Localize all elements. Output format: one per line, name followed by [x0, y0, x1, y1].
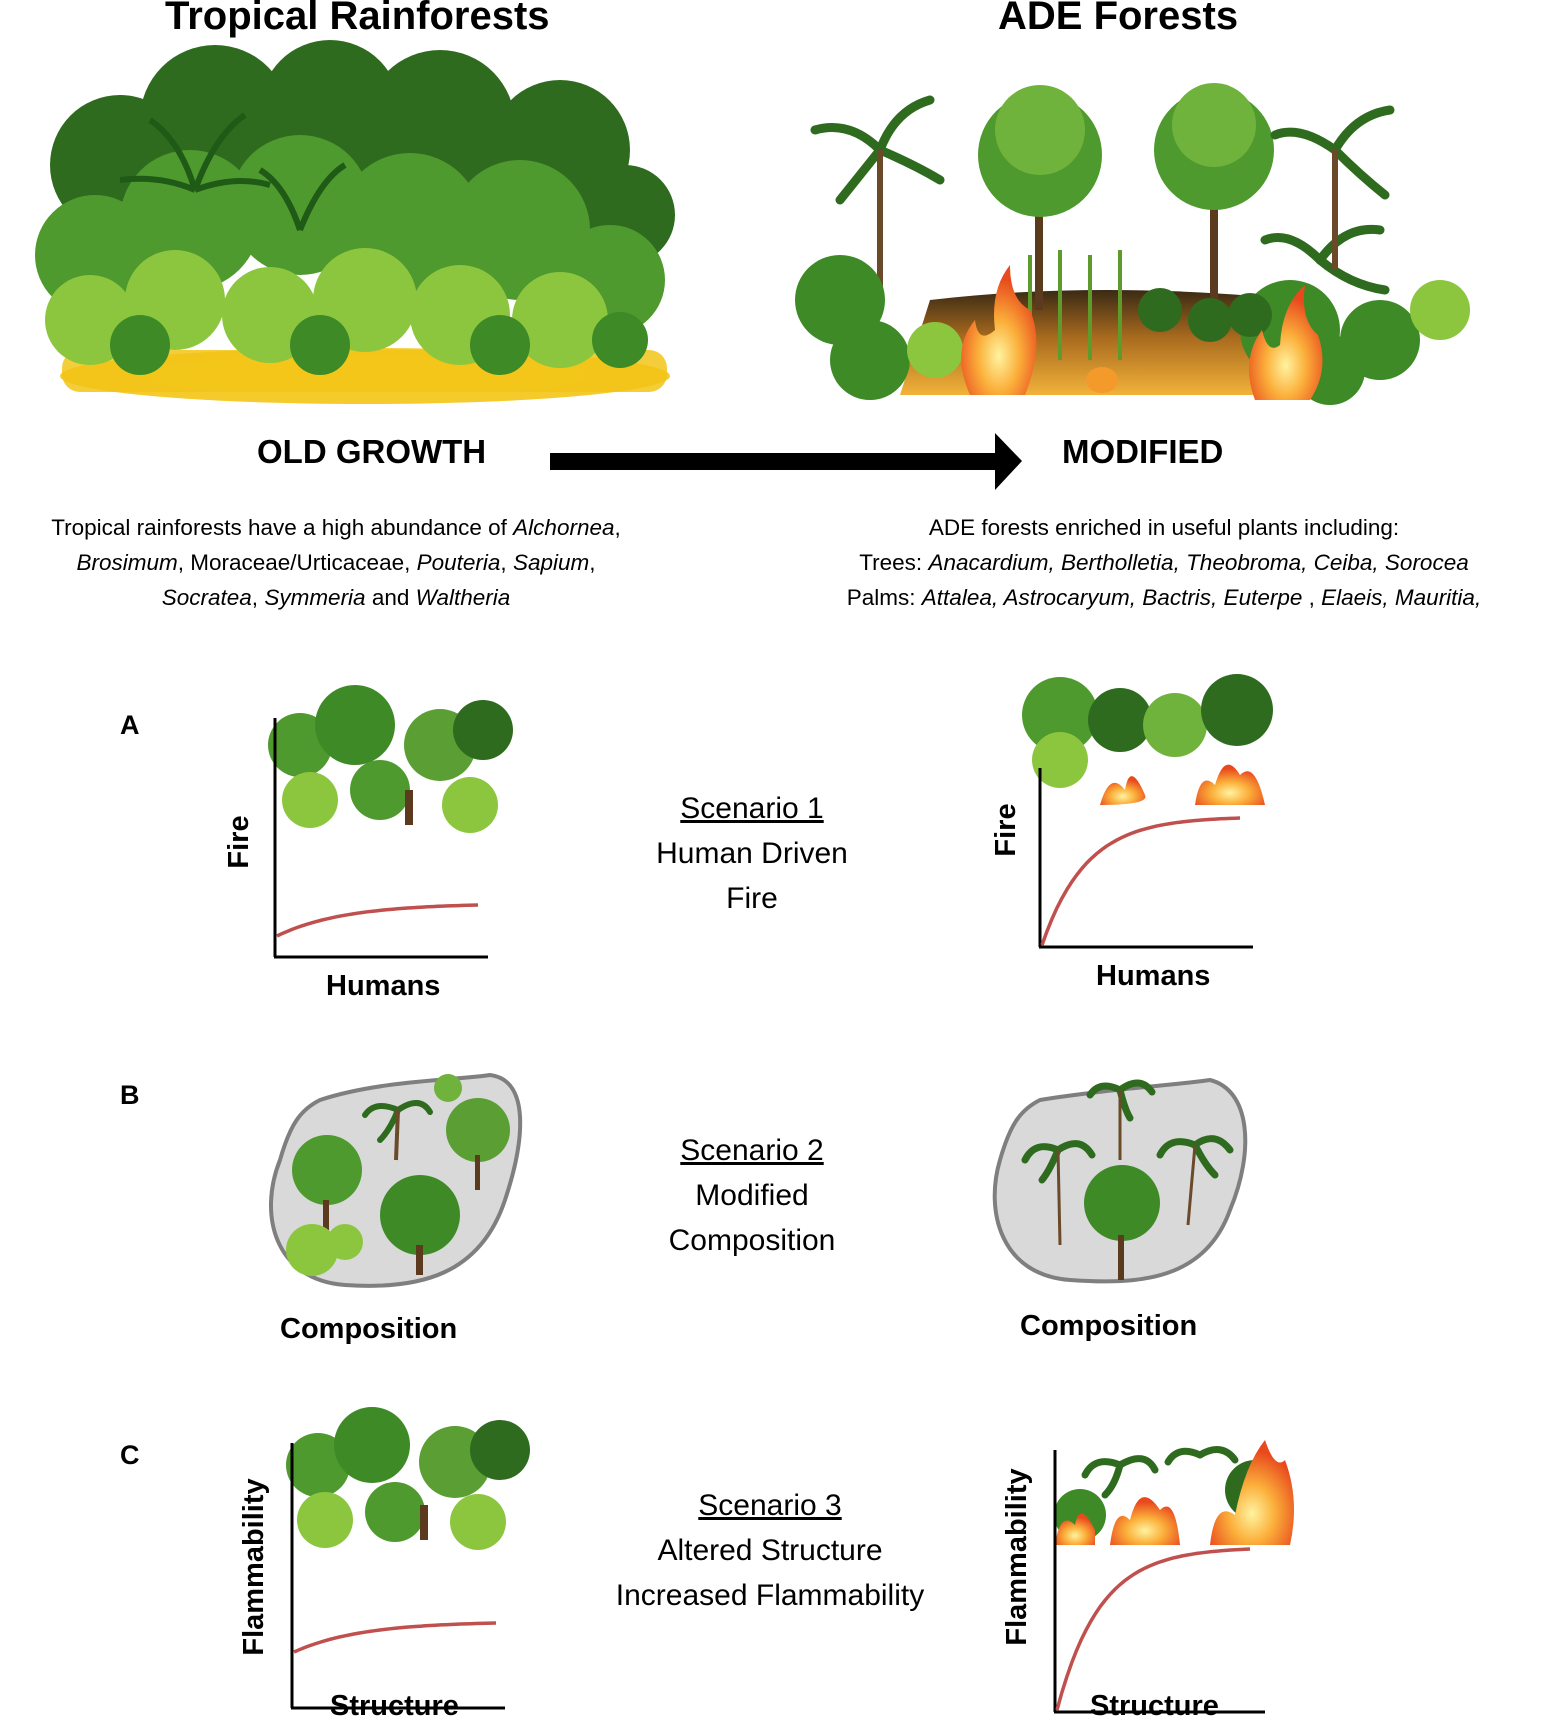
fire-right: [1248, 285, 1323, 400]
canopy-a-right: [1022, 674, 1273, 805]
fire-curve-left: [276, 903, 479, 938]
canopy-c-left: [286, 1407, 530, 1550]
panel-label-b: B: [120, 1080, 140, 1110]
canopy-a-left: [268, 685, 513, 833]
x-axis-label-humans-right: Humans: [1096, 960, 1211, 992]
ade-forest-description: ADE forests enriched in useful plants in…: [846, 515, 1482, 610]
x-axis-label-humans-left: Humans: [326, 970, 441, 1002]
fire-curve-right: [1040, 816, 1241, 946]
graph-a-right: [1022, 674, 1273, 949]
y-axis-label-fire-left: Fire: [223, 815, 255, 869]
y-axis-label-fire-right: Fire: [990, 803, 1022, 857]
y-axis-label-flammability-left: Flammability: [238, 1478, 270, 1656]
graph-c-left: [286, 1407, 530, 1710]
scenario-2-text: Scenario 2 Modified Composition: [572, 1128, 932, 1263]
canopy-c-right: [1054, 1440, 1294, 1545]
old-growth-label: OLD GROWTH: [257, 433, 487, 470]
flammability-curve-left: [293, 1621, 497, 1654]
modified-label: MODIFIED: [1062, 433, 1224, 470]
y-axis-label-flammability-right: Flammability: [1001, 1468, 1033, 1646]
ade-forest-title: ADE Forests: [998, 0, 1239, 38]
x-axis-label-structure-left: Structure: [330, 1690, 459, 1722]
old-growth-title: Tropical Rainforests: [165, 0, 550, 38]
scenario-2-title: Scenario 2: [680, 1134, 824, 1167]
graph-a-left: [268, 685, 513, 959]
composition-label-left: Composition: [280, 1313, 458, 1345]
scenario-1-title: Scenario 1: [680, 792, 824, 825]
composition-blob-right: [992, 1077, 1248, 1284]
old-growth-description: Tropical rainforests have a high abundan…: [51, 515, 621, 610]
transition-arrow: [550, 433, 1022, 490]
scenario-1-text: Scenario 1 Human Driven Fire: [572, 786, 932, 921]
x-axis-label-structure-right: Structure: [1090, 1690, 1219, 1722]
panel-label-a: A: [120, 710, 140, 740]
composition-label-right: Composition: [1020, 1310, 1198, 1342]
graph-c-right: [1053, 1440, 1294, 1714]
fire-left: [961, 265, 1037, 395]
composition-blob-left: [268, 1072, 523, 1288]
panel-label-c: C: [120, 1440, 140, 1470]
scenario-3-text: Scenario 3 Altered Structure Increased F…: [570, 1483, 970, 1618]
scenario-3-title: Scenario 3: [698, 1489, 842, 1522]
rainforest-illustration: [35, 40, 675, 404]
ade-forest-illustration: [795, 83, 1470, 405]
flammability-curve-right: [1055, 1547, 1251, 1711]
pumpkin: [1086, 367, 1118, 393]
